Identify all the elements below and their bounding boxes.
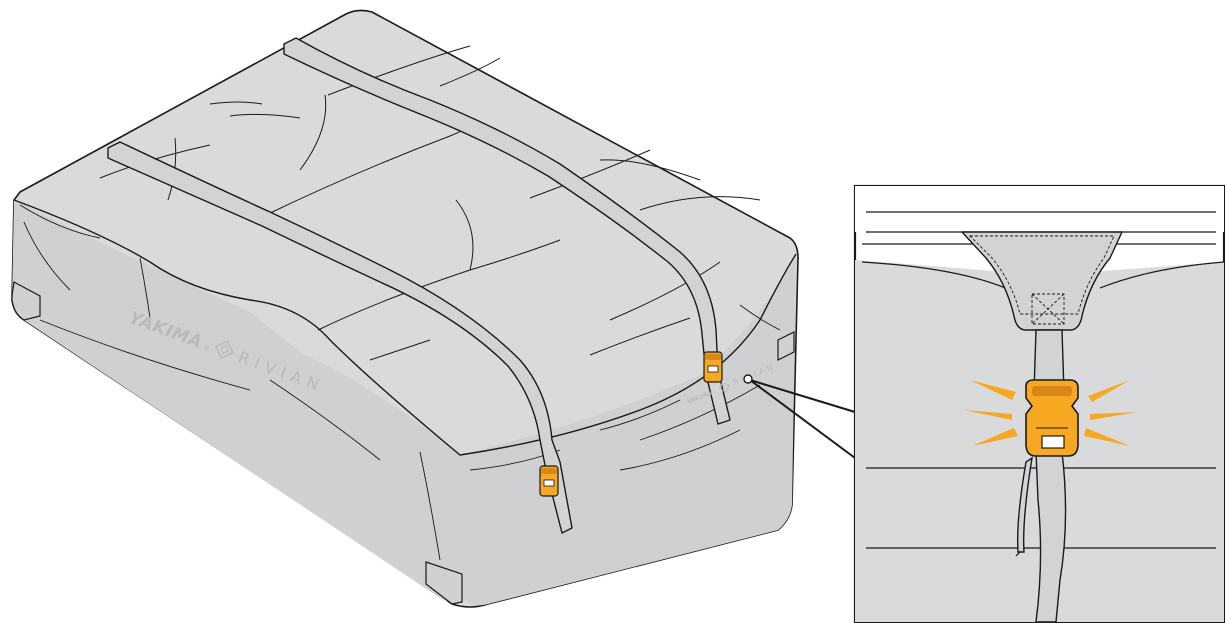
strap-front: [107, 141, 573, 534]
attention-ray-icon: [1090, 412, 1138, 420]
rivian-compass-icon: [214, 340, 234, 360]
attention-ray-icon: [970, 380, 1016, 400]
attention-ray-icon: [1084, 428, 1130, 446]
attention-rays: [964, 380, 1138, 446]
bag-left-side: [12, 200, 466, 603]
cargo-bag: YAKIMA x RIVIAN YAKIMA RIVIAN: [11, 9, 799, 608]
lid-edge: [13, 199, 797, 456]
corner-patch-front: [425, 561, 463, 605]
attention-ray-icon: [1088, 380, 1130, 402]
detail-strap-tail: [1016, 456, 1033, 553]
buckle-icon: [1025, 379, 1079, 457]
buckle-front: [539, 465, 559, 497]
detail-callout: [853, 184, 1225, 623]
fold-lines: [99, 45, 761, 361]
callout-leader: [749, 379, 856, 459]
stitched-patch-icon: [961, 231, 1123, 331]
attention-ray-icon: [972, 428, 1018, 446]
callout-anchor: [743, 374, 753, 384]
side-fold-lines: [19, 204, 781, 561]
detail-strap-lower: [1035, 451, 1067, 622]
brand-separator: x: [202, 343, 211, 354]
corner-patch-right: [777, 331, 795, 361]
corner-patch-left: [11, 281, 41, 321]
attention-ray-icon: [964, 410, 1012, 420]
strap-back: [283, 37, 731, 425]
buckle-back: [703, 351, 723, 383]
corner-patches: [11, 281, 795, 605]
bag-front-side: [460, 258, 796, 606]
